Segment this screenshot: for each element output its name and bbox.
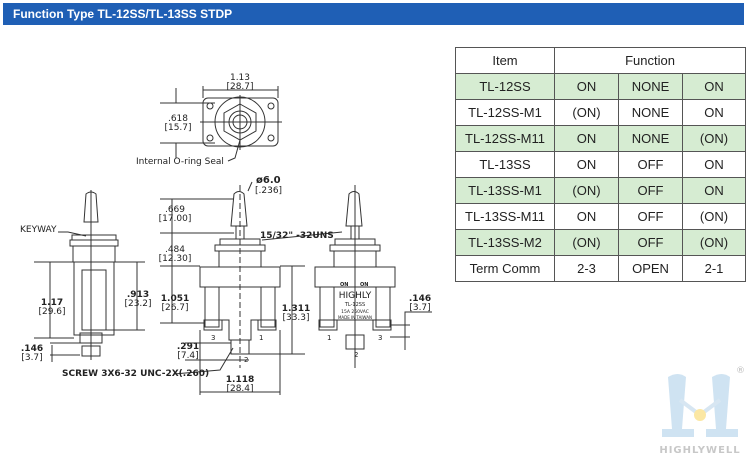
cell-function-2: OFF xyxy=(618,229,683,256)
cell-function-2: NONE xyxy=(618,99,683,126)
rear-view xyxy=(314,185,432,368)
cell-function-1: ON xyxy=(554,125,619,152)
highlywell-logo: ® HIGHLYWELL xyxy=(659,366,745,456)
brand-label: HIGHLY xyxy=(339,291,372,301)
cell-function-1: ON xyxy=(554,203,619,230)
on-right-label: ON xyxy=(360,282,368,288)
header-function: Function xyxy=(554,47,746,74)
screw-spec: SCREW 3X6-32 UNC-2X(.260) xyxy=(62,369,209,379)
cell-item: TL-12SS-M11 xyxy=(455,125,555,152)
side-height-in: 1.17 xyxy=(41,298,63,308)
page-title: Function Type TL-12SS/TL-13SS STDP xyxy=(13,7,233,21)
side-term-in: .146 xyxy=(21,344,43,354)
registered-mark: ® xyxy=(736,366,745,376)
terminal-label: 2 xyxy=(244,356,248,364)
cell-function-3: (ON) xyxy=(682,125,746,152)
table-header-row: Item Function xyxy=(455,47,746,74)
cell-function-1: (ON) xyxy=(554,229,619,256)
cell-item: TL-12SS-M1 xyxy=(455,99,555,126)
cell-item: TL-13SS-M1 xyxy=(455,177,555,204)
cell-function-2: NONE xyxy=(618,125,683,152)
lever-height-in: .669 xyxy=(165,205,185,215)
top-width-mm: [28.7] xyxy=(226,82,253,92)
terminal-label: 3 xyxy=(378,334,382,342)
cell-function-2: OFF xyxy=(618,203,683,230)
cell-item: TL-12SS xyxy=(455,73,555,100)
cell-function-3: (ON) xyxy=(682,203,746,230)
total-height-mm: [33.3] xyxy=(282,313,309,323)
cell-function-2: OFF xyxy=(618,177,683,204)
top-height-mm: [15.7] xyxy=(164,123,191,133)
header-item: Item xyxy=(455,47,555,74)
keyway-label: KEYWAY xyxy=(20,225,57,235)
body-height-mm: [26.7] xyxy=(161,303,188,313)
cell-item: Term Comm xyxy=(455,255,555,282)
total-height-in: 1.311 xyxy=(282,304,310,314)
origin-label: MADE IN TAIWAN xyxy=(338,315,372,320)
cell-function-3: (ON) xyxy=(682,229,746,256)
cell-function-1: ON xyxy=(554,151,619,178)
cell-function-1: ON xyxy=(554,73,619,100)
bushing-height-in: .484 xyxy=(165,245,185,255)
side-height-mm: [29.6] xyxy=(38,307,65,317)
side-view xyxy=(34,190,145,362)
cell-function-3: ON xyxy=(682,151,746,178)
side-body-in: .913 xyxy=(127,290,149,300)
oring-seal-label: Internal O-ring Seal xyxy=(136,157,224,167)
cell-function-1: (ON) xyxy=(554,99,619,126)
body-height-in: 1.051 xyxy=(161,294,189,304)
cell-function-3: ON xyxy=(682,99,746,126)
terminal-label: 1 xyxy=(259,334,263,342)
lever-height-mm: [17.00] xyxy=(159,214,192,224)
cell-function-3: ON xyxy=(682,73,746,100)
table-row: TL-13SS-M2(ON)OFF(ON) xyxy=(455,229,746,256)
top-height-in: .618 xyxy=(168,114,188,124)
dimension-drawing: 1.13 [28.7] .618 [15.7] Internal O-ring … xyxy=(20,73,432,395)
side-body-mm: [23.2] xyxy=(124,299,151,309)
cell-function-3: 2-1 xyxy=(682,255,746,282)
terminal-label: 1 xyxy=(327,334,331,342)
cell-item: TL-13SS-M2 xyxy=(455,229,555,256)
terminal-offset-in: .291 xyxy=(177,342,199,352)
cell-function-1: (ON) xyxy=(554,177,619,204)
lever-diameter-in: [.236] xyxy=(255,186,282,196)
lever-diameter: ø6.0 xyxy=(256,175,281,186)
top-view xyxy=(160,86,282,162)
model-label: TL-12SS xyxy=(344,302,365,308)
front-view xyxy=(160,181,343,395)
on-left-label: ON xyxy=(340,282,348,288)
rear-term-mm: [3.7] xyxy=(409,303,430,313)
width-in: 1.118 xyxy=(226,375,254,385)
side-term-mm: [3.7] xyxy=(21,353,42,363)
cell-function-3: ON xyxy=(682,177,746,204)
terminal-label: 2 xyxy=(354,351,358,359)
terminal-label: 3 xyxy=(211,334,215,342)
width-mm: [28.4] xyxy=(226,384,253,394)
rear-term-in: .146 xyxy=(409,294,431,304)
logo-text: HIGHLYWELL xyxy=(659,445,740,456)
thread-spec: 15/32" -32UNS xyxy=(260,231,334,241)
top-width-in: 1.13 xyxy=(230,73,250,83)
header-bar: Function Type TL-12SS/TL-13SS STDP xyxy=(3,3,744,25)
rating-label: 15A 250VAC xyxy=(341,309,369,315)
bushing-height-mm: [12.30] xyxy=(159,254,192,264)
cell-function-1: 2-3 xyxy=(554,255,619,282)
cell-item: TL-13SS xyxy=(455,151,555,178)
cell-function-2: NONE xyxy=(618,73,683,100)
cell-function-2: OPEN xyxy=(618,255,683,282)
terminal-offset-mm: [7.4] xyxy=(177,351,198,361)
cell-function-2: OFF xyxy=(618,151,683,178)
cell-item: TL-13SS-M11 xyxy=(455,203,555,230)
